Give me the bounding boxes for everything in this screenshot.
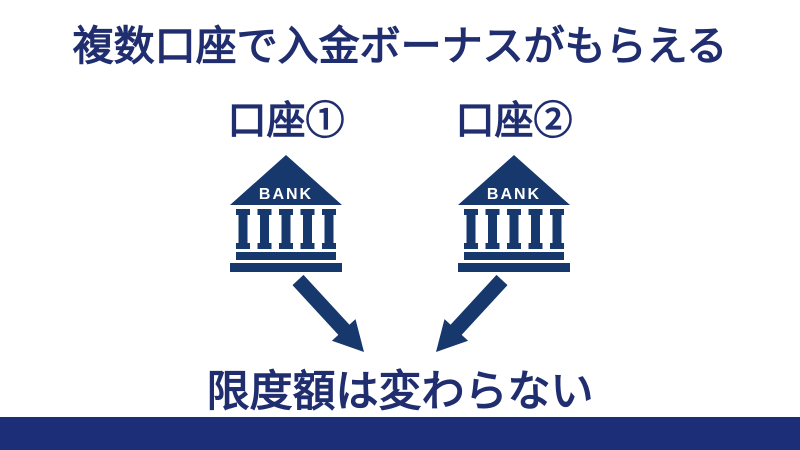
down-left-arrow-icon bbox=[436, 274, 508, 352]
account-group-1: 口座① BANK bbox=[227, 100, 345, 272]
account-group-2: 口座② BANK bbox=[456, 100, 573, 272]
bank-icon-label: BANK bbox=[487, 186, 541, 203]
bank-roof bbox=[458, 154, 570, 205]
bank-columns bbox=[464, 208, 564, 249]
account-2-label: 口座② bbox=[455, 100, 573, 143]
conclusion-text: 限度額は変わらない bbox=[206, 368, 594, 416]
bank-icon-label: BANK bbox=[259, 186, 313, 203]
page-title: 複数口座で入金ボーナスがもらえる bbox=[72, 23, 728, 69]
account-1-label: 口座① bbox=[227, 100, 345, 143]
bank-base bbox=[229, 251, 342, 272]
bank-icon: BANK bbox=[458, 154, 570, 272]
bank-icon: BANK bbox=[229, 154, 342, 272]
footer-bar bbox=[0, 417, 800, 450]
bank-columns bbox=[235, 208, 336, 249]
bank-base bbox=[458, 251, 570, 272]
bank-roof bbox=[229, 154, 342, 205]
down-right-arrow-icon bbox=[292, 274, 364, 352]
accounts-row: 口座① BANK 口座② BA bbox=[0, 100, 800, 272]
